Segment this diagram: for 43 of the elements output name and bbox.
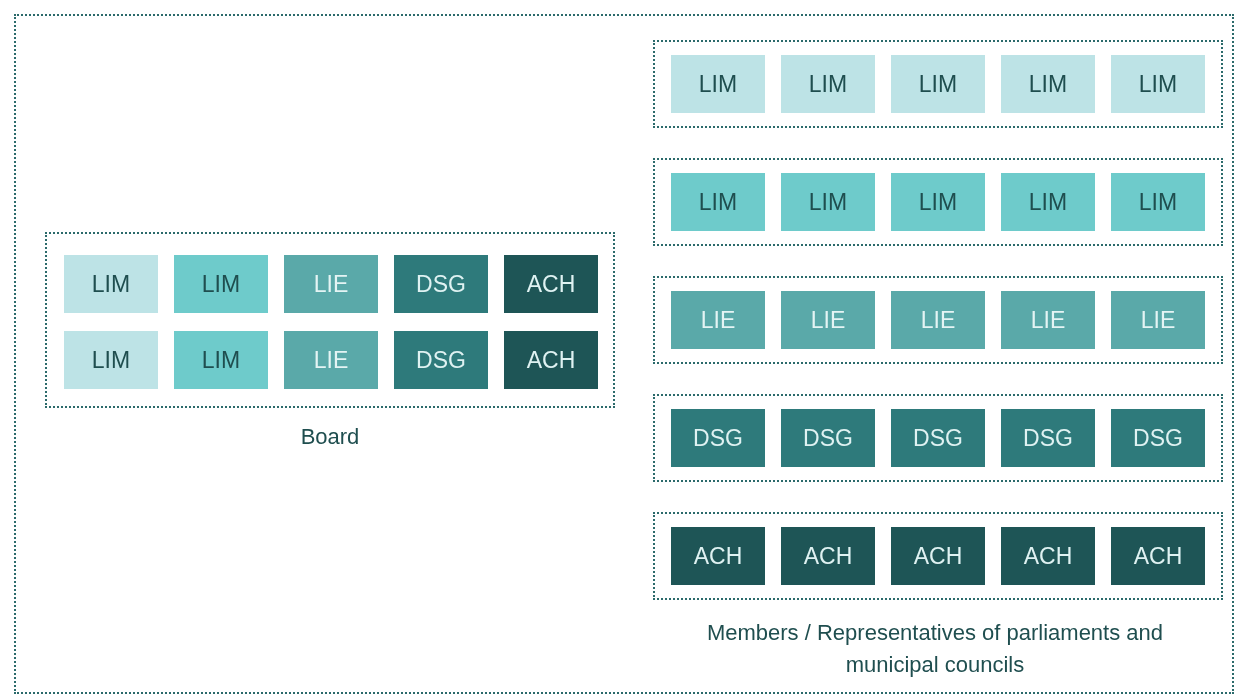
group-caption: Members / Representatives of parliaments and municipal councils [705,619,1165,679]
dotted-group-frame [653,276,1223,364]
member-tile: LIM [1111,173,1205,231]
member-tile: ACH [504,331,598,389]
member-tile: LIM [781,55,875,113]
member-tile: LIM [891,55,985,113]
member-tile: ACH [1111,527,1205,585]
member-tile: LIM [891,173,985,231]
member-tile: DSG [394,255,488,313]
dotted-group-frame [653,512,1223,600]
member-tile: LIM [64,255,158,313]
member-tile: LIM [781,173,875,231]
member-tile: LIM [64,331,158,389]
member-tile: LIM [671,173,765,231]
member-tile: ACH [781,527,875,585]
member-tile: ACH [504,255,598,313]
member-tile: LIE [1111,291,1205,349]
member-tile: LIE [284,331,378,389]
dotted-group-frame [653,40,1223,128]
member-tile: LIE [1001,291,1095,349]
dotted-group-frame [14,14,1234,694]
member-tile: LIE [284,255,378,313]
group-caption: Board [299,424,361,450]
member-tile: DSG [781,409,875,467]
member-tile: LIE [891,291,985,349]
member-tile: ACH [1001,527,1095,585]
member-tile: DSG [671,409,765,467]
dotted-group-frame [653,394,1223,482]
member-tile: DSG [1111,409,1205,467]
member-tile: DSG [1001,409,1095,467]
dotted-group-frame [653,158,1223,246]
member-tile: ACH [671,527,765,585]
member-tile: DSG [891,409,985,467]
member-tile: LIM [1111,55,1205,113]
member-tile: LIM [671,55,765,113]
member-tile: LIM [174,331,268,389]
member-tile: LIM [1001,173,1095,231]
member-tile: ACH [891,527,985,585]
member-tile: LIE [781,291,875,349]
member-tile: DSG [394,331,488,389]
member-tile: LIM [174,255,268,313]
member-tile: LIM [1001,55,1095,113]
member-tile: LIE [671,291,765,349]
